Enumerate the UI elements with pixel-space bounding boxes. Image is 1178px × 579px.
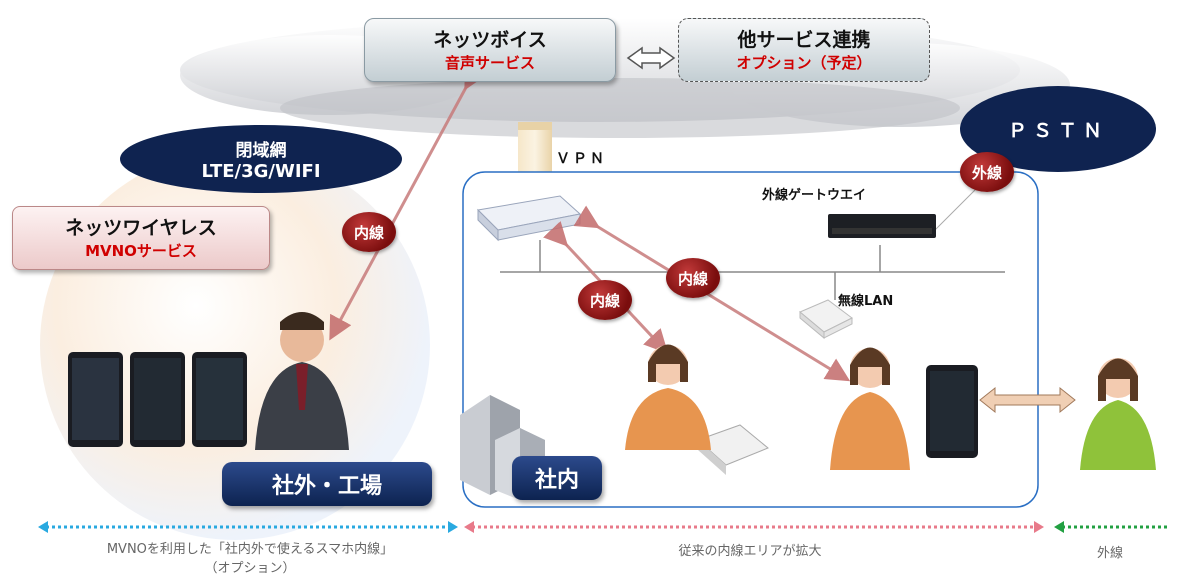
- caption-right: 外線: [1096, 546, 1123, 561]
- arrow-router-to-staff2: [573, 205, 851, 382]
- wireless-box: ネッツワイヤレス MVNOサービス: [12, 206, 270, 270]
- other-service-title: 他サービス連携: [737, 29, 871, 51]
- inside-area-text: 社内: [534, 468, 579, 493]
- other-service-box: 他サービス連携 オプション（予定）: [678, 18, 930, 82]
- other-service-subtitle: オプション（予定）: [736, 54, 872, 72]
- outside-area-label: 社外・工場: [222, 462, 432, 506]
- bidirectional-arrow-icon: [626, 46, 676, 70]
- outside-area-text: 社外・工場: [271, 474, 382, 499]
- netsvoice-title: ネッツボイス: [433, 29, 547, 51]
- naisen-badge-text: 内線: [353, 223, 384, 242]
- cloud-shape: [180, 18, 1070, 138]
- naisen-badge-staff2: 内線: [666, 258, 720, 298]
- gateway-label: 外線ゲートウエイ: [762, 188, 867, 203]
- external-caller-figure: [1080, 358, 1156, 470]
- wireless-subtitle: MVNOサービス: [85, 242, 197, 260]
- closed-network-ellipse: 閉域網 LTE/3G/WIFI: [120, 125, 402, 193]
- netsvoice-box: ネッツボイス 音声サービス: [364, 18, 616, 82]
- naisen-badge-text: 内線: [589, 291, 620, 310]
- caption-left: MVNOを利用した「社内外で使えるスマホ内線」 （オプション）: [30, 538, 470, 576]
- naisen-badge-mobile: 内線: [342, 212, 396, 252]
- naisen-badge-text: 内線: [677, 269, 708, 288]
- arrow-cloud-to-mobile: [329, 63, 487, 341]
- caption-left-line1: MVNOを利用した「社内外で使えるスマホ内線」: [106, 542, 394, 557]
- caption-middle: 従来の内線エリアが拡大: [678, 544, 822, 559]
- closed-network-line1: 閉域網: [235, 141, 287, 161]
- gateway-device: [828, 214, 936, 238]
- external-call-arrow: [979, 386, 1076, 414]
- caption-left-line2: （オプション）: [204, 561, 296, 576]
- area-arrows: [38, 521, 1170, 533]
- pstn-ellipse: ＰＳＴＮ: [960, 86, 1156, 172]
- wireless-title: ネッツワイヤレス: [65, 217, 217, 239]
- vpn-label: ＶＰＮ: [556, 151, 607, 167]
- netsvoice-subtitle: 音声サービス: [444, 54, 535, 72]
- inside-area-label: 社内: [512, 456, 602, 500]
- gaisen-badge-text: 外線: [971, 163, 1002, 182]
- smartphone-screens: [68, 352, 978, 458]
- router-device: [476, 195, 582, 242]
- office-worker-figure-2: [830, 347, 910, 470]
- gaisen-badge: 外線: [960, 152, 1014, 192]
- naisen-badge-staff1: 内線: [578, 280, 632, 320]
- closed-network-line2: LTE/3G/WIFI: [201, 161, 321, 182]
- office-worker-figure-1: [625, 344, 711, 450]
- pstn-label: ＰＳＴＮ: [1007, 119, 1108, 142]
- wlan-label: 無線LAN: [838, 294, 894, 309]
- businessman-figure: [255, 312, 349, 450]
